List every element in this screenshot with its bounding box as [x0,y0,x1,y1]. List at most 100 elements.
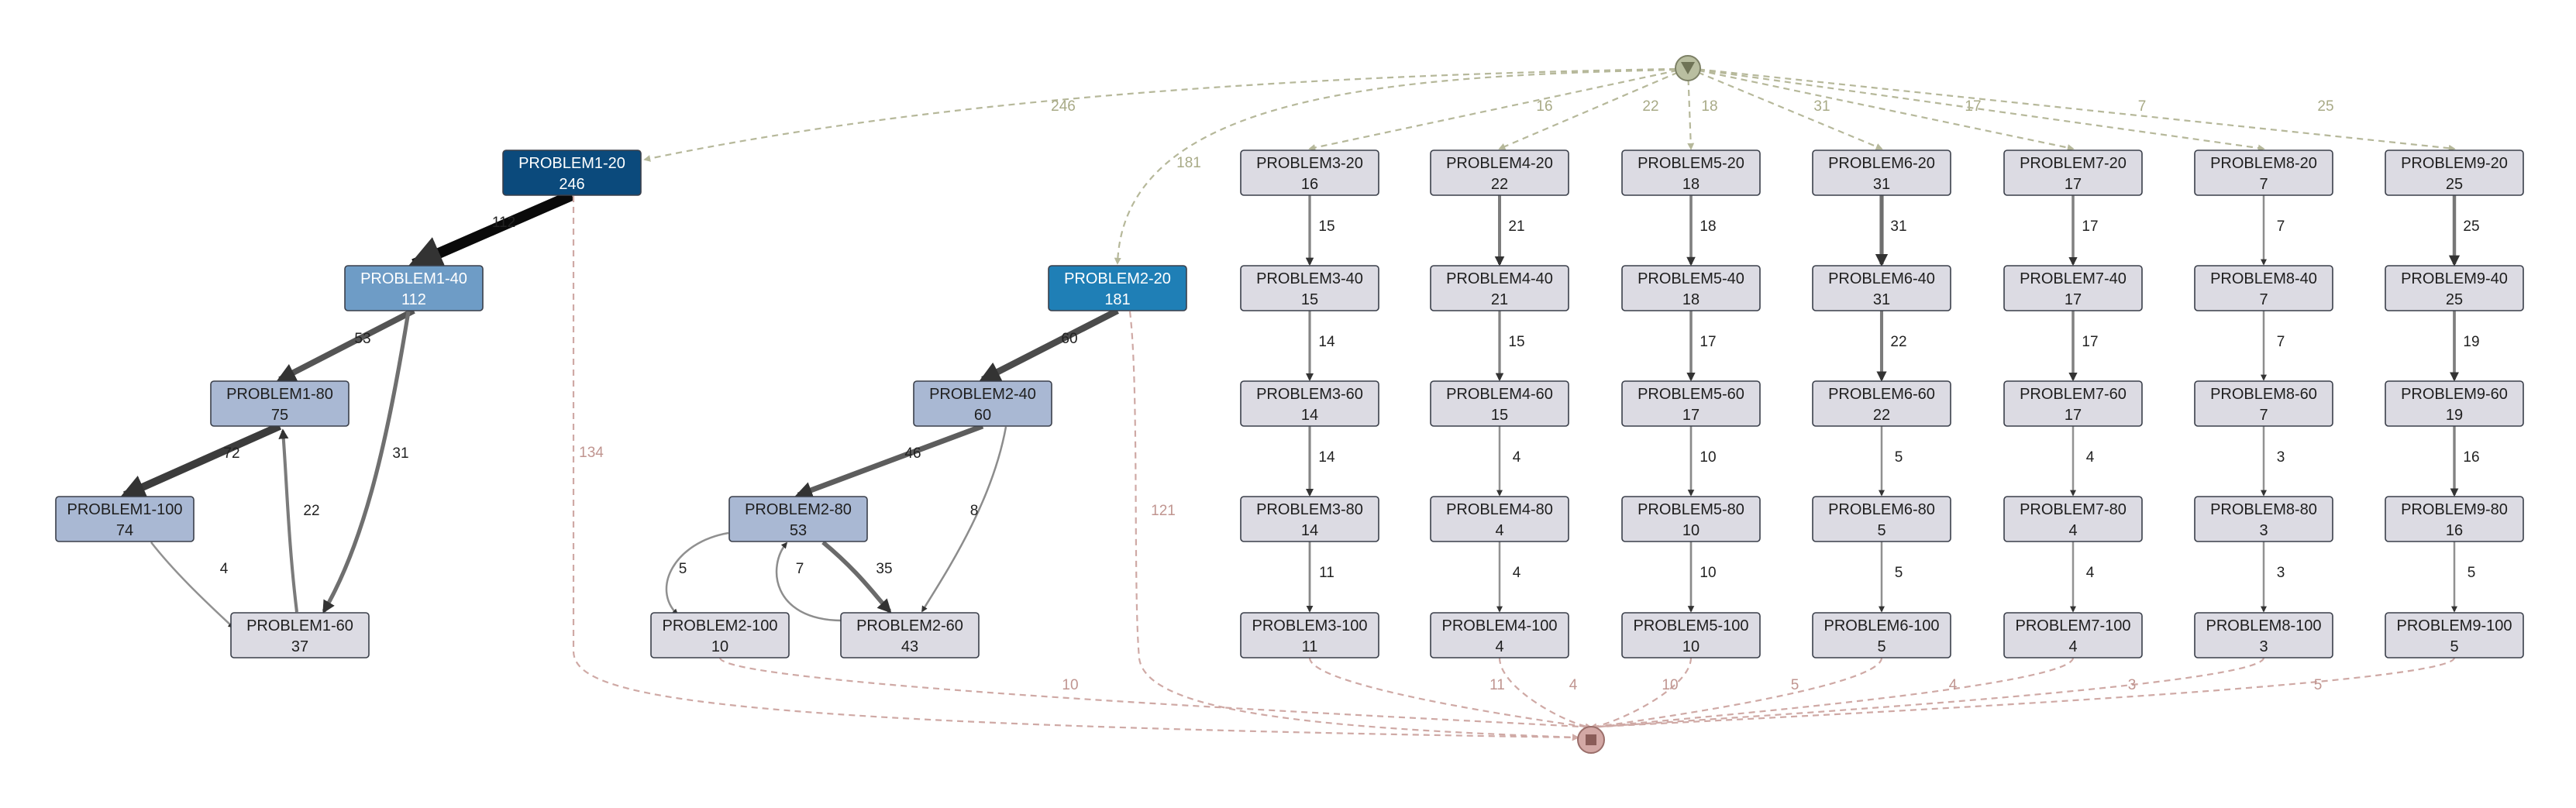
edge-p3-80-to-p3-100[interactable]: 11 [1306,542,1334,613]
edge-p7-40-to-p7-60[interactable]: 17 [2068,311,2099,382]
edge-p3-20-to-p3-40[interactable]: 15 [1305,195,1335,266]
edge-start-to-p2-20[interactable]: 181 [1114,68,1676,265]
edge-p1-20-to-p1-40[interactable]: 112 [407,190,574,270]
edge-p8-40-to-p8-60[interactable]: 7 [2260,311,2285,381]
edge-p9-80-to-p9-100[interactable]: 5 [2450,542,2475,613]
edge-p5-40-to-p5-60[interactable]: 17 [1686,311,1717,382]
edge-p2-80-to-p2-60[interactable]: 35 [821,540,893,614]
edge-p6-20-to-p6-40[interactable]: 31 [1875,195,1907,267]
edge-p2-20-to-p2-40[interactable]: 60 [979,308,1119,383]
edge-p7-20-to-p7-40[interactable]: 17 [2068,195,2099,266]
edge-p6-80-to-p6-100[interactable]: 5 [1878,542,1903,613]
edge-p8-20-to-p8-40[interactable]: 7 [2260,195,2285,266]
edge-p3-100-to-end[interactable]: 11 [1308,657,1593,731]
edge-p2-20-to-end[interactable]: 121 [1128,311,1579,741]
edge-p4-20-to-p4-40[interactable]: 21 [1494,195,1525,266]
edge-p4-60-to-p4-80[interactable]: 4 [1496,426,1521,497]
edge-start-to-p8-20[interactable]: 7 [1687,67,2265,152]
edge-p3-40-to-p3-60[interactable]: 14 [1305,311,1335,382]
edge-p6-40-to-p6-60[interactable]: 22 [1876,311,1907,382]
edge-p4-40-to-p4-60[interactable]: 15 [1495,311,1525,382]
edge-start-to-p1-20[interactable]: 246 [643,67,1676,162]
node-p8-80[interactable]: PROBLEM8-803 [2194,496,2333,542]
edge-p2-60-to-p2-80[interactable]: 7 [775,542,842,622]
edge-p6-60-to-p6-80[interactable]: 5 [1878,426,1903,497]
edge-p9-100-to-end[interactable]: 5 [1589,657,2456,731]
edge-start-to-p4-20[interactable]: 22 [1498,67,1689,150]
edge-p6-100-to-end[interactable]: 5 [1589,657,1883,731]
node-p8-20[interactable]: PROBLEM8-207 [2194,150,2333,196]
edge-start-to-p3-20[interactable]: 16 [1308,67,1689,151]
edge-start-to-p9-20[interactable]: 25 [1687,67,2456,152]
edge-p4-100-to-end[interactable]: 4 [1498,657,1593,731]
edge-p1-40-to-p1-60[interactable]: 31 [322,311,411,614]
edge-p9-40-to-p9-60[interactable]: 19 [2450,311,2480,382]
edge-p5-100-to-end[interactable]: 10 [1589,657,1693,731]
edge-p9-20-to-p9-40[interactable]: 25 [2448,195,2480,266]
edge-p5-60-to-p5-80[interactable]: 10 [1687,426,1717,497]
edge-p2-100-to-end[interactable]: 10 [718,657,1593,731]
node-p6-80[interactable]: PROBLEM6-805 [1812,496,1951,542]
edge-start-to-p5-20[interactable]: 18 [1686,67,1718,150]
edge-p7-80-to-p7-100[interactable]: 4 [2069,542,2095,613]
edge-p5-80-to-p5-100[interactable]: 10 [1687,542,1717,613]
edge-p8-80-to-p8-100[interactable]: 3 [2260,542,2285,613]
node-p4-80[interactable]: PROBLEM4-804 [1430,496,1569,542]
edge-start-to-p7-20[interactable]: 17 [1687,67,2075,151]
edge-p1-80-to-p1-100[interactable]: 72 [120,422,282,499]
edge-p1-40-to-p1-80[interactable]: 53 [276,308,415,383]
edge-p8-60-to-p8-80[interactable]: 3 [2260,426,2285,497]
funnel-start-icon[interactable] [1675,55,1701,81]
edge-p7-60-to-p7-80[interactable]: 4 [2069,426,2095,497]
node-p7-80[interactable]: PROBLEM7-804 [2003,496,2143,542]
edge-p2-80-to-p2-100[interactable]: 5 [665,531,729,616]
node-p8-60[interactable]: PROBLEM8-607 [2194,380,2333,427]
edge-p2-40-to-p2-80[interactable]: 46 [794,423,984,499]
edge-p8-100-to-end[interactable]: 3 [1589,657,2265,731]
edge-start-to-p6-20[interactable]: 31 [1687,67,1883,150]
edge-p3-60-to-p3-80[interactable]: 14 [1305,426,1335,497]
edge-p5-20-to-p5-40[interactable]: 18 [1686,195,1717,266]
edge-p4-80-to-p4-100[interactable]: 4 [1496,542,1521,613]
node-p8-40[interactable]: PROBLEM8-407 [2194,265,2333,311]
edge-p1-100-to-p1-60[interactable]: 4 [150,542,235,629]
edge-p1-20-to-end[interactable]: 134 [572,196,1579,741]
